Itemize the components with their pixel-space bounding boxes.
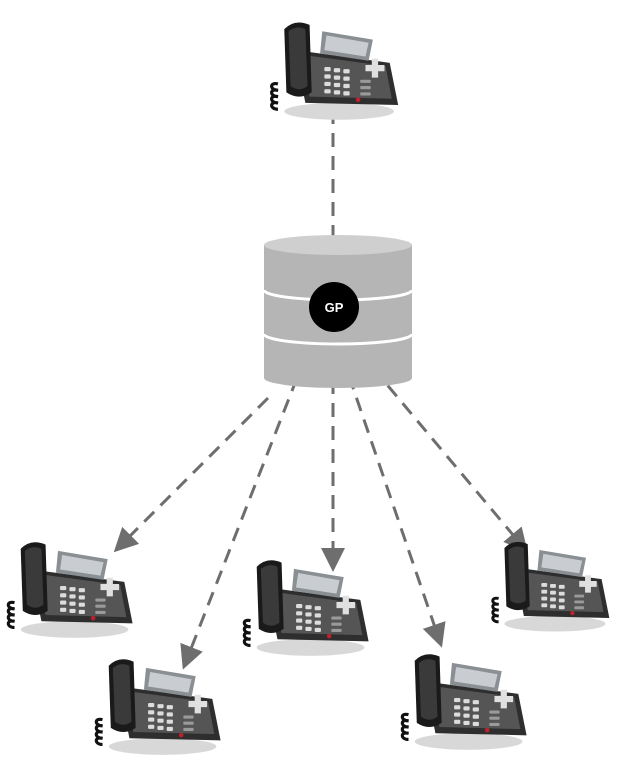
phone-3: [242, 558, 371, 658]
desk-phone-icon: [270, 20, 400, 122]
arrow-hub-to-phone-2: [180, 377, 299, 670]
gp-badge: GP: [309, 282, 359, 332]
source-phone: [270, 20, 400, 122]
arrow-hub-to-phone-5: [371, 367, 528, 553]
hub-label: GP: [325, 300, 344, 315]
phone-5: [491, 540, 611, 634]
arrow-hub-to-phone-4: [347, 375, 446, 648]
desk-phone-icon: [94, 657, 223, 757]
phone-4: [400, 652, 529, 752]
phone-2: [94, 657, 223, 757]
desk-phone-icon: [400, 652, 529, 752]
arrow-hub-to-phone-1: [113, 396, 270, 553]
phone-1: [6, 540, 135, 640]
desk-phone-icon: [6, 540, 135, 640]
desk-phone-icon: [491, 540, 611, 634]
desk-phone-icon: [242, 558, 371, 658]
